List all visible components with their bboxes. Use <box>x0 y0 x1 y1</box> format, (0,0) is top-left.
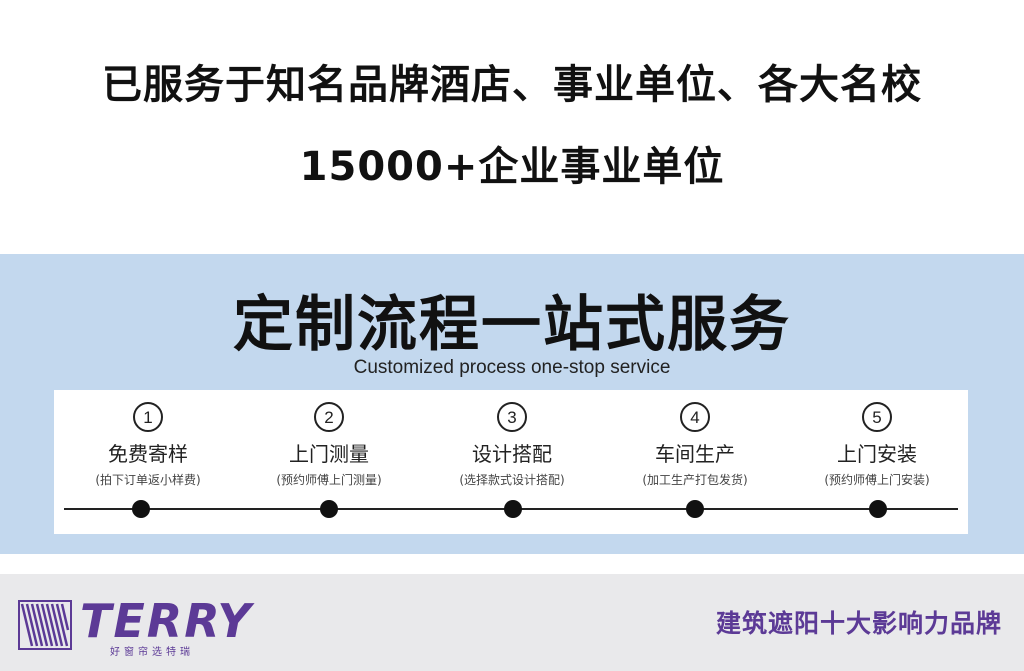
step-name: 免费寄样 <box>108 442 188 466</box>
timeline-dot <box>686 500 704 518</box>
brand-name: TERRY <box>80 594 253 648</box>
process-subtitle: Customized process one-stop service <box>353 357 671 378</box>
step-name: 车间生产 <box>655 442 735 466</box>
step-2: 2 上门测量 (预约师傅上门测量) <box>239 402 419 488</box>
striped-window-logo-icon <box>18 600 72 650</box>
top-section: 已服务于知名品牌酒店、事业单位、各大名校 15000+企业事业单位 <box>0 0 1024 254</box>
timeline-dot <box>869 500 887 518</box>
step-5: 5 上门安装 (预约师傅上门安装) <box>787 402 967 488</box>
step-number: 1 <box>133 402 163 432</box>
step-number: 3 <box>497 402 527 432</box>
headline-clients: 已服务于知名品牌酒店、事业单位、各大名校 <box>102 62 922 108</box>
step-name: 设计搭配 <box>472 442 552 466</box>
step-number: 5 <box>862 402 892 432</box>
step-number: 2 <box>314 402 344 432</box>
process-title: 定制流程一站式服务 <box>233 290 791 360</box>
brand-slogan: 建筑遮阳十大影响力品牌 <box>715 609 1002 638</box>
step-name: 上门安装 <box>837 442 917 466</box>
step-description: (预约师傅上门安装) <box>824 473 930 487</box>
step-number: 4 <box>680 402 710 432</box>
headline-count: 15000+企业事业单位 <box>299 144 725 190</box>
process-section: 定制流程一站式服务 Customized process one-stop se… <box>0 254 1024 554</box>
step-description: (拍下订单返小样费) <box>95 473 201 487</box>
step-description: (选择款式设计搭配) <box>459 473 565 487</box>
timeline-dot <box>132 500 150 518</box>
timeline-dot <box>504 500 522 518</box>
step-3: 3 设计搭配 (选择款式设计搭配) <box>422 402 602 488</box>
step-name: 上门测量 <box>289 442 369 466</box>
footer: TERRY 好窗帘选特瑞 建筑遮阳十大影响力品牌 <box>0 574 1024 671</box>
step-description: (加工生产打包发货) <box>642 473 748 487</box>
timeline-dot <box>320 500 338 518</box>
step-4: 4 车间生产 (加工生产打包发货) <box>605 402 785 488</box>
step-description: (预约师傅上门测量) <box>276 473 382 487</box>
step-1: 1 免费寄样 (拍下订单返小样费) <box>58 402 238 488</box>
brand-tagline: 好窗帘选特瑞 <box>110 647 194 658</box>
process-steps-panel: 1 免费寄样 (拍下订单返小样费) 2 上门测量 (预约师傅上门测量) 3 设计… <box>54 390 968 534</box>
